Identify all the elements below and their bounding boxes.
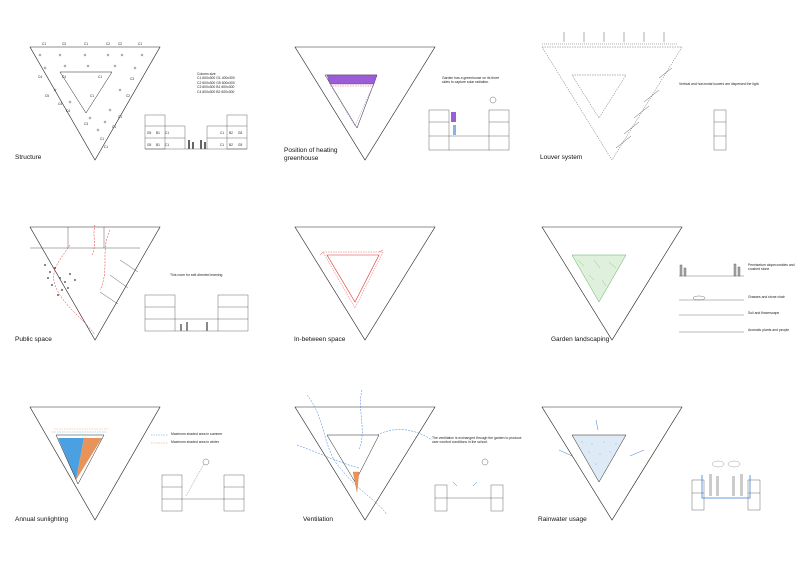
- courtyard-outline: [59, 71, 113, 114]
- panel-title: Position of heating greenhouse: [284, 147, 338, 162]
- svg-text:G5: G5: [147, 143, 151, 147]
- louver-note: Vertical and horizontal louvers are disp…: [679, 82, 760, 86]
- svg-text:C4: C4: [38, 75, 42, 79]
- svg-text:C4: C4: [66, 109, 70, 113]
- svg-text:C1: C1: [220, 131, 224, 135]
- svg-text:C1: C1: [100, 137, 104, 141]
- svg-text:C1: C1: [118, 115, 122, 119]
- column-size-row: C1 600x300 G1 400x300: [197, 76, 235, 81]
- svg-text:G5: G5: [238, 143, 242, 147]
- svg-text:C5: C5: [45, 94, 49, 98]
- svg-text:C4: C4: [58, 102, 62, 106]
- panel-rainwater: Rainwater usage: [534, 390, 800, 578]
- public-diagram: [29, 224, 249, 341]
- svg-text:C1: C1: [112, 125, 116, 129]
- panel-ventilation: The ventilation is exchanged through the…: [267, 389, 533, 578]
- panel-title: Louver system: [540, 154, 583, 161]
- structure-diagram: C1 C3 C1 C2 C2 C1 C4 C4 C1 C3 C5 C4 C1 C…: [29, 42, 248, 161]
- svg-text:C1: C1: [42, 42, 46, 46]
- svg-text:C4: C4: [62, 75, 66, 79]
- svg-text:B2: B2: [229, 131, 233, 135]
- svg-text:C1: C1: [220, 143, 224, 147]
- panel-title: Public space: [15, 336, 52, 343]
- svg-text:C1: C1: [84, 42, 88, 46]
- landscaping-legend-4: Aromatic plants and people: [748, 328, 790, 332]
- triangle-outline: [29, 46, 161, 161]
- column-size-row: C3 600x300 B1 600x300: [197, 85, 235, 90]
- panel-title: Ventilation: [303, 516, 333, 523]
- svg-text:C1: C1: [98, 75, 102, 79]
- column-size-row: C4 600x300 B2 600x300: [197, 89, 235, 94]
- panel-public: This room for self-directed learning Pub…: [0, 210, 266, 398]
- public-note: This room for self-directed learning: [170, 273, 223, 277]
- svg-text:B1: B1: [156, 143, 160, 147]
- greenhouse-roof: [326, 74, 378, 85]
- svg-text:C1: C1: [90, 94, 94, 98]
- column-size-row: C2 600x300 G5 600x300: [197, 80, 235, 85]
- landscaping-legend-3: Soil and flowerscape: [748, 311, 780, 315]
- svg-text:C1: C1: [138, 42, 142, 46]
- panel-title: In-between space: [294, 336, 346, 343]
- svg-text:B1: B1: [156, 131, 160, 135]
- panel-title: Structure: [15, 154, 42, 161]
- svg-text:C2: C2: [126, 94, 130, 98]
- landscaping-legend-1: Pennisetum alopecuroides and crushed sto…: [748, 263, 795, 271]
- panel-sunlight: Maximum shaded area in summer Maximum sh…: [0, 390, 266, 578]
- svg-text:C3: C3: [130, 77, 134, 81]
- panel-title: Annual sunlighting: [15, 516, 69, 523]
- svg-text:G5: G5: [147, 131, 151, 135]
- panel-louver: Vertical and horizontal louvers are disp…: [534, 30, 800, 218]
- column-size-table: Column size C1 600x300 G1 400x300 C2 600…: [197, 72, 262, 94]
- panel-structure: C1 C3 C1 C2 C2 C1 C4 C4 C1 C3 C5 C4 C1 C…: [0, 30, 266, 218]
- column-size-heading: Column size: [197, 72, 216, 76]
- inbetween-loop: [326, 254, 380, 303]
- heating-note: Garden has a greenhouse on its three sid…: [442, 76, 500, 85]
- svg-text:B2: B2: [229, 143, 233, 147]
- panel-landscaping: Pennisetum alopecuroides and crushed sto…: [534, 210, 800, 398]
- louver-diagram: [541, 32, 727, 161]
- panel-title: Rainwater usage: [538, 516, 587, 523]
- svg-text:C2: C2: [106, 42, 110, 46]
- landscaping-legend-2: Grasses and stone chair: [748, 295, 785, 299]
- winter-shade: [76, 438, 102, 480]
- svg-text:C1: C1: [165, 131, 169, 135]
- ventilation-note: The ventilation is exchanged through the…: [432, 436, 522, 445]
- svg-text:C3: C3: [84, 122, 88, 126]
- landscaping-diagram: [541, 226, 744, 341]
- sunlight-legend-winter: Maximum shaded area in winter: [171, 440, 220, 444]
- svg-text:C1: C1: [165, 143, 169, 147]
- ventilation-diagram: [294, 389, 504, 521]
- svg-text:C1: C1: [104, 145, 108, 149]
- sunlight-legend-summer: Maximum shaded area in summer: [171, 432, 223, 436]
- heating-diagram: [294, 46, 510, 161]
- rainwater-diagram: [541, 406, 761, 521]
- inbetween-diagram: [294, 226, 436, 341]
- svg-text:C3: C3: [62, 42, 66, 46]
- panel-inbetween: In-between space: [267, 210, 533, 398]
- structure-section: [144, 114, 248, 150]
- svg-text:C2: C2: [118, 42, 122, 46]
- summer-shade: [58, 438, 84, 480]
- sunlight-diagram: [29, 406, 245, 521]
- panel-heating: Garden has a greenhouse on its three sid…: [267, 30, 533, 218]
- svg-text:G5: G5: [238, 131, 242, 135]
- panel-title: Garden landscaping: [551, 336, 610, 343]
